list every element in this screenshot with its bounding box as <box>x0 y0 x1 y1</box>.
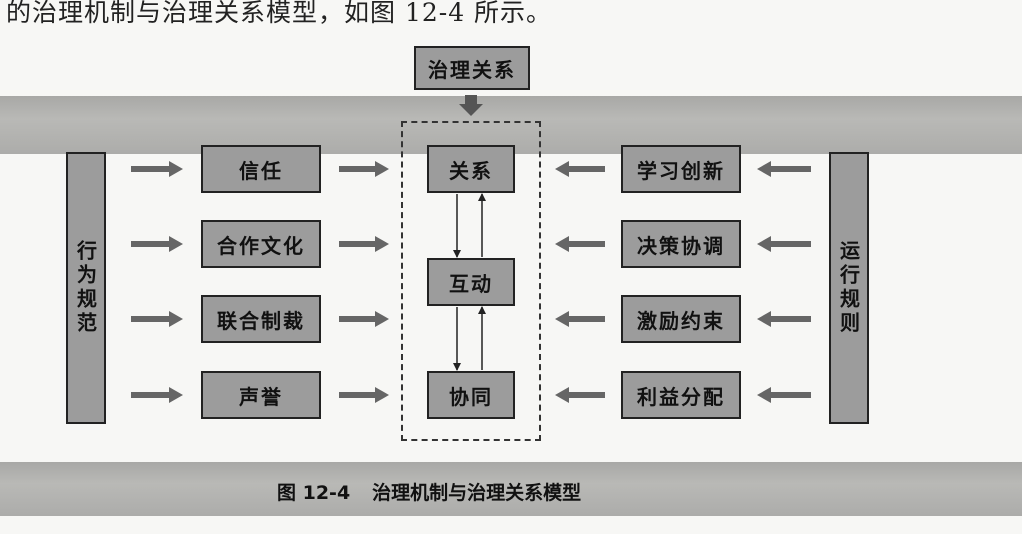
arrow-right-bar-row2 <box>757 236 811 252</box>
center-node-relation: 关系 <box>427 145 515 193</box>
center-node-interaction: 互动 <box>427 258 515 306</box>
arrow-left-bar-row3 <box>131 311 183 327</box>
right-bar-operating-rules: 运行规则 <box>829 152 869 424</box>
center-node-collaboration: 协同 <box>427 371 515 419</box>
right-node-learning-innovation: 学习创新 <box>621 145 741 193</box>
arrow-right-bar-row3 <box>757 311 811 327</box>
arrow-left-bar-row4 <box>131 387 183 403</box>
arrow-right-node-row4 <box>555 387 605 403</box>
scan-shade-band-caption <box>0 462 1022 516</box>
right-node-incentive-constraint: 激励约束 <box>621 295 741 343</box>
left-node-reputation: 声誉 <box>201 371 321 419</box>
right-node-benefit-distribution: 利益分配 <box>621 371 741 419</box>
arrow-left-node-row3 <box>339 311 389 327</box>
left-node-joint-sanction: 联合制裁 <box>201 295 321 343</box>
figure-caption: 图 12-4 治理机制与治理关系模型 <box>277 478 581 505</box>
center-dashed-frame <box>401 121 541 441</box>
arrow-left-node-row4 <box>339 387 389 403</box>
figure-number: 图 12-4 <box>277 482 351 504</box>
scan-shade-band-top <box>0 96 1022 154</box>
left-node-cooperative-culture: 合作文化 <box>201 220 321 268</box>
arrow-left-bar-row2 <box>131 236 183 252</box>
arrow-left-node-row2 <box>339 236 389 252</box>
left-node-trust: 信任 <box>201 145 321 193</box>
header-text: 的治理机制与治理关系模型，如图 12-4 所示。 <box>6 0 553 27</box>
arrow-right-node-row2 <box>555 236 605 252</box>
left-bar-behavior-norms: 行为规范 <box>66 152 106 424</box>
top-node-governance-relation: 治理关系 <box>414 46 530 90</box>
arrow-left-node-row1 <box>339 161 389 177</box>
arrow-left-bar-row1 <box>131 161 183 177</box>
arrow-top-down <box>459 95 483 116</box>
arrow-right-bar-row1 <box>757 161 811 177</box>
arrow-right-node-row3 <box>555 311 605 327</box>
arrow-right-node-row1 <box>555 161 605 177</box>
arrow-right-bar-row4 <box>757 387 811 403</box>
figure-title: 治理机制与治理关系模型 <box>372 482 582 504</box>
right-node-decision-coordination: 决策协调 <box>621 220 741 268</box>
